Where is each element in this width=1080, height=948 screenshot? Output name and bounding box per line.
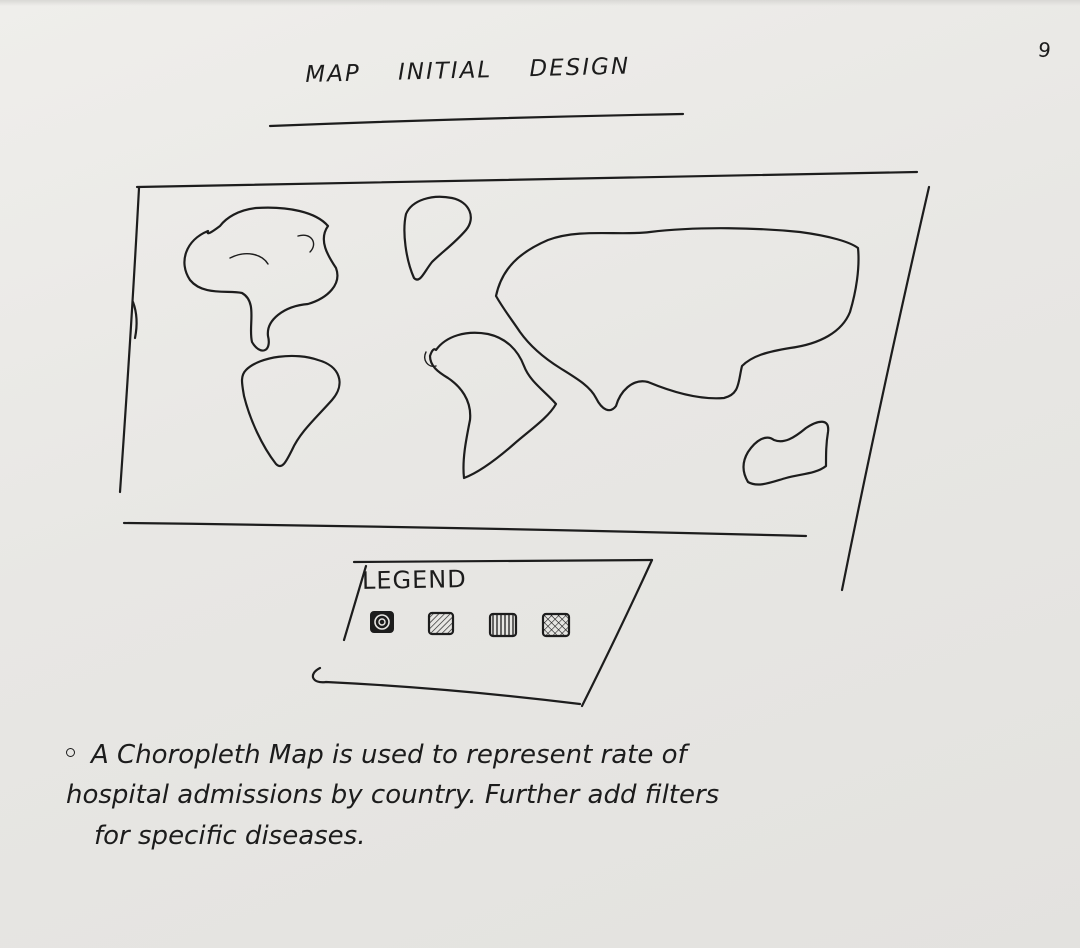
map-frame — [118, 170, 931, 592]
note-line-2: hospital admissions by country. Further … — [66, 780, 720, 811]
legend-swatch-3 — [488, 612, 518, 638]
note-line-1: A Choropleth Map is used to represent ra… — [66, 735, 966, 775]
continent-south-america — [240, 354, 341, 468]
legend-swatch-4 — [541, 612, 571, 638]
legend-title: LEGEND — [361, 565, 467, 595]
bullet-icon — [66, 748, 75, 757]
legend-frame — [311, 558, 654, 708]
continent-eurasia — [494, 227, 860, 412]
continent-north-america — [183, 206, 339, 352]
legend-swatch-1 — [370, 611, 394, 633]
continent-africa — [428, 331, 558, 480]
title-underline — [268, 112, 685, 128]
note-line-3: for specific diseases. — [94, 820, 366, 851]
continent-australia — [742, 420, 830, 486]
design-note: A Choropleth Map is used to represent ra… — [66, 735, 966, 856]
continent-greenland — [403, 195, 472, 281]
note-line-1-text: A Choropleth Map is used to represent ra… — [91, 740, 687, 770]
legend-swatch-2 — [427, 611, 455, 636]
